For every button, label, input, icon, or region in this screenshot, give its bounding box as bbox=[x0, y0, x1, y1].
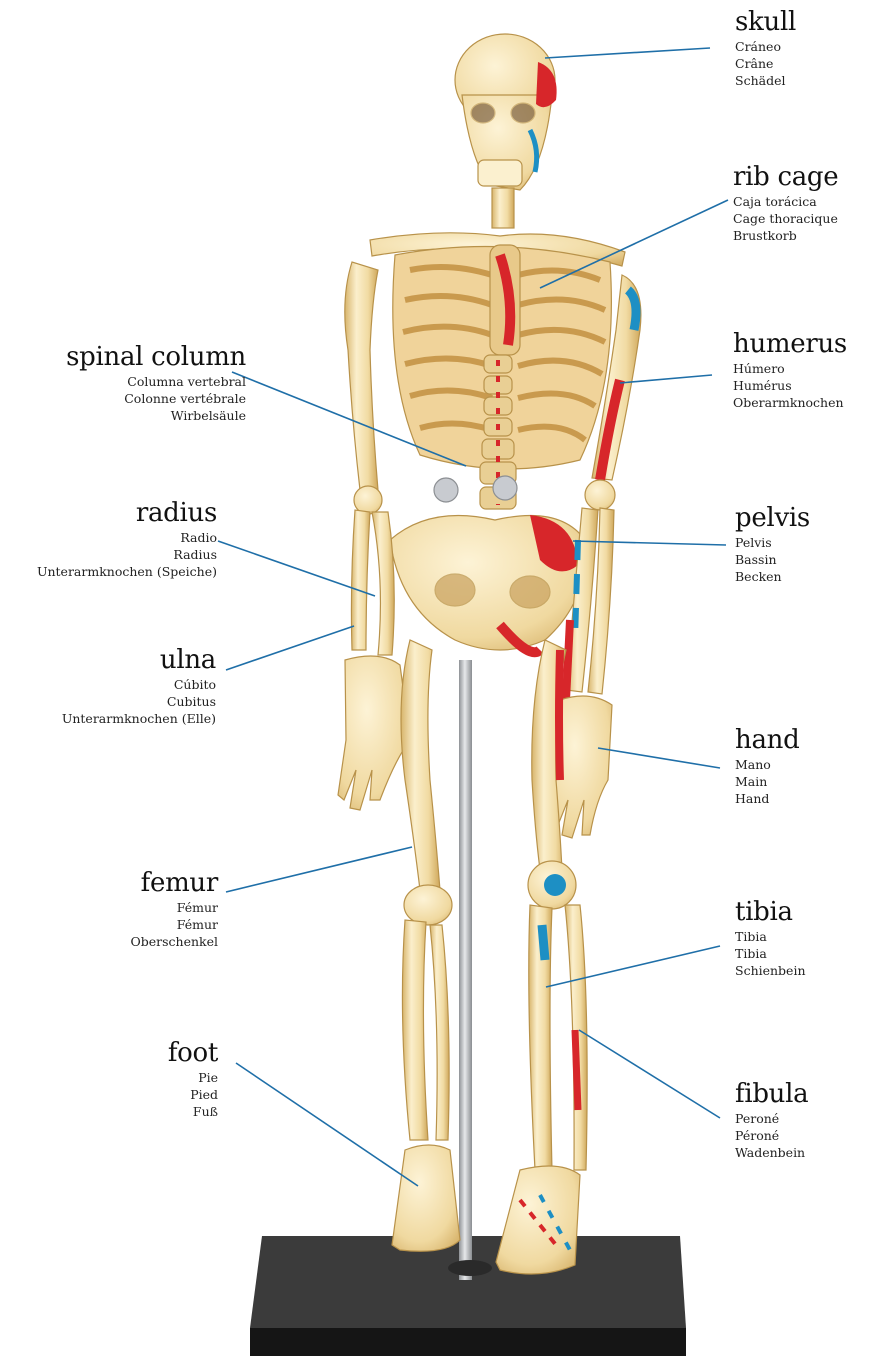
label-hand-de: Hand bbox=[735, 790, 799, 807]
thigh-muscle-red bbox=[559, 650, 560, 780]
leader-ulna bbox=[226, 626, 354, 670]
leader-skull bbox=[545, 48, 710, 58]
forearm-red bbox=[566, 620, 570, 700]
jaw bbox=[478, 160, 522, 186]
stand-pole bbox=[459, 660, 472, 1280]
stand-base-front bbox=[250, 1328, 686, 1356]
leader-fibula bbox=[579, 1030, 720, 1118]
left-humerus bbox=[345, 262, 378, 490]
left-hand bbox=[338, 656, 410, 810]
label-spine-term: spinal column bbox=[66, 344, 246, 370]
stand-mount bbox=[448, 1260, 492, 1276]
label-ribcage-de: Brustkorb bbox=[733, 227, 838, 244]
eye-socket-right bbox=[511, 103, 535, 123]
label-hand-es: Mano bbox=[735, 756, 799, 773]
label-femur-de: Oberschenkel bbox=[130, 933, 218, 950]
neck bbox=[492, 188, 514, 228]
label-ribcage-fr: Cage thoracique bbox=[733, 210, 838, 227]
forearm-blue bbox=[575, 540, 578, 640]
pelvis-foramen-left bbox=[435, 574, 475, 606]
label-femur-es: Fémur bbox=[130, 899, 218, 916]
label-hand: hand Mano Main Hand bbox=[735, 727, 799, 807]
label-radius: radius Radio Radius Unterarmknochen (Spe… bbox=[37, 500, 217, 580]
left-foot bbox=[392, 1145, 460, 1251]
label-ribcage-es: Caja torácica bbox=[733, 193, 838, 210]
label-humerus-fr: Humérus bbox=[733, 377, 847, 394]
label-radius-es: Radio bbox=[37, 529, 217, 546]
label-pelvis-term: pelvis bbox=[735, 505, 810, 531]
calf-red bbox=[575, 1030, 578, 1110]
spine-joint-left bbox=[434, 478, 458, 502]
pelvis-foramen-right bbox=[510, 576, 550, 608]
label-humerus-de: Oberarmknochen bbox=[733, 394, 847, 411]
label-skull-term: skull bbox=[735, 9, 796, 35]
left-knee bbox=[404, 885, 452, 925]
label-tibia-fr: Tibia bbox=[735, 945, 806, 962]
left-elbow bbox=[354, 486, 382, 514]
leader-foot bbox=[236, 1063, 418, 1186]
label-pelvis-de: Becken bbox=[735, 568, 810, 585]
label-tibia-es: Tibia bbox=[735, 928, 806, 945]
label-spine-es: Columna vertebral bbox=[66, 373, 246, 390]
left-femur bbox=[401, 640, 440, 890]
shin-blue bbox=[542, 925, 545, 960]
label-foot-fr: Pied bbox=[168, 1086, 218, 1103]
label-hand-fr: Main bbox=[735, 773, 799, 790]
label-ulna-es: Cúbito bbox=[62, 676, 216, 693]
label-hand-term: hand bbox=[735, 727, 799, 753]
left-tibia bbox=[402, 920, 428, 1140]
spine-joint-right bbox=[493, 476, 517, 500]
label-radius-de: Unterarmknochen (Speiche) bbox=[37, 563, 217, 580]
label-foot: foot Pie Pied Fuß bbox=[168, 1040, 218, 1120]
left-radius bbox=[372, 512, 394, 655]
label-fibula-de: Wadenbein bbox=[735, 1144, 808, 1161]
label-tibia-de: Schienbein bbox=[735, 962, 806, 979]
right-foot bbox=[496, 1166, 580, 1274]
label-fibula-fr: Péroné bbox=[735, 1127, 808, 1144]
left-fibula bbox=[430, 925, 449, 1140]
label-pelvis-fr: Bassin bbox=[735, 551, 810, 568]
eye-socket-left bbox=[471, 103, 495, 123]
label-humerus-es: Húmero bbox=[733, 360, 847, 377]
label-radius-fr: Radius bbox=[37, 546, 217, 563]
label-humerus-term: humerus bbox=[733, 331, 847, 357]
label-foot-de: Fuß bbox=[168, 1103, 218, 1120]
label-femur: femur Fémur Fémur Oberschenkel bbox=[130, 870, 218, 950]
label-humerus: humerus Húmero Humérus Oberarmknochen bbox=[733, 331, 847, 411]
label-foot-term: foot bbox=[168, 1040, 218, 1066]
label-fibula-term: fibula bbox=[735, 1081, 808, 1107]
leader-humerus bbox=[620, 375, 712, 383]
label-radius-term: radius bbox=[37, 500, 217, 526]
label-ribcage-term: rib cage bbox=[733, 164, 838, 190]
label-skull-de: Schädel bbox=[735, 72, 796, 89]
leader-femur bbox=[226, 847, 412, 892]
label-skull-fr: Crâne bbox=[735, 55, 796, 72]
label-femur-fr: Fémur bbox=[130, 916, 218, 933]
label-spine-fr: Colonne vertébrale bbox=[66, 390, 246, 407]
label-ulna: ulna Cúbito Cubitus Unterarmknochen (Ell… bbox=[62, 647, 216, 727]
label-fibula-es: Peroné bbox=[735, 1110, 808, 1127]
left-ulna bbox=[351, 510, 370, 650]
skeleton-figure bbox=[338, 34, 641, 1274]
display-stand bbox=[250, 660, 686, 1356]
label-pelvis-es: Pelvis bbox=[735, 534, 810, 551]
label-fibula: fibula Peroné Péroné Wadenbein bbox=[735, 1081, 808, 1161]
leader-hand bbox=[598, 748, 720, 768]
label-pelvis: pelvis Pelvis Bassin Becken bbox=[735, 505, 810, 585]
label-ulna-term: ulna bbox=[62, 647, 216, 673]
label-femur-term: femur bbox=[130, 870, 218, 896]
right-elbow bbox=[585, 480, 615, 510]
label-tibia: tibia Tibia Tibia Schienbein bbox=[735, 899, 806, 979]
label-ulna-de: Unterarmknochen (Elle) bbox=[62, 710, 216, 727]
label-foot-es: Pie bbox=[168, 1069, 218, 1086]
label-ribcage: rib cage Caja torácica Cage thoracique B… bbox=[733, 164, 838, 244]
label-spine: spinal column Columna vertebral Colonne … bbox=[66, 344, 246, 424]
knee-blue bbox=[544, 874, 566, 896]
label-skull: skull Cráneo Crâne Schädel bbox=[735, 9, 796, 89]
label-tibia-term: tibia bbox=[735, 899, 806, 925]
label-spine-de: Wirbelsäule bbox=[66, 407, 246, 424]
label-ulna-fr: Cubitus bbox=[62, 693, 216, 710]
label-skull-es: Cráneo bbox=[735, 38, 796, 55]
